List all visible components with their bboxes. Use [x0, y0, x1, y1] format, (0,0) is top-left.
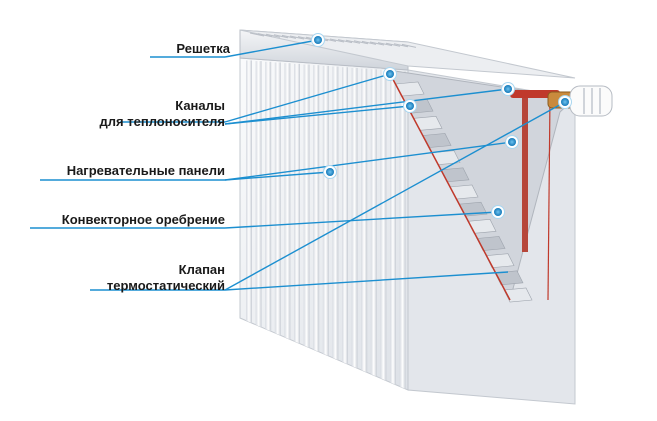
front-rib [342, 67, 348, 390]
front-rib [380, 69, 387, 390]
front-rib [351, 67, 358, 390]
front-panel-ribs [246, 60, 406, 390]
leader-lines [30, 39, 566, 291]
label-fins: Конвекторное оребрение [62, 212, 225, 228]
front-rib [274, 62, 281, 390]
label-valve-line2: термостатический [106, 278, 225, 293]
leader-line [224, 141, 513, 181]
leader-line [224, 211, 499, 229]
marker-dot [561, 98, 569, 106]
grille-slot [281, 34, 297, 39]
label-valve: Клапан термостатический [107, 262, 225, 294]
leader-line [224, 171, 331, 181]
label-channels-line1: Каналы [175, 98, 225, 113]
front-rib [361, 68, 368, 390]
label-channels: Каналы для теплоносителя [100, 98, 225, 130]
grille-slot [353, 40, 369, 45]
marker-dot [494, 208, 502, 216]
grille-slot [329, 38, 345, 43]
grille-slot [369, 41, 385, 46]
grille-slot [385, 42, 401, 47]
front-rib [284, 63, 291, 390]
marker-dot [504, 85, 512, 93]
label-fins-text: Конвекторное оребрение [61, 212, 225, 227]
label-grille: Решетка [176, 41, 230, 57]
front-rib [370, 69, 377, 390]
leader-line [224, 105, 411, 125]
front-rib [322, 65, 329, 390]
cut-edge-line-right [547, 95, 551, 301]
leader-line [224, 271, 509, 291]
grille-slot [265, 33, 281, 38]
leader-line [224, 88, 509, 125]
marker-dot [508, 138, 516, 146]
label-panels: Нагревательные панели [67, 163, 225, 179]
marker-dot [326, 168, 334, 176]
grille-slot [297, 36, 313, 41]
front-rib [313, 65, 320, 390]
label-grille-text: Решетка [176, 41, 230, 56]
front-rib [303, 64, 310, 390]
pipe-vertical [522, 92, 528, 252]
label-panels-text: Нагревательные панели [66, 163, 225, 178]
front-rib [399, 71, 406, 390]
front-rib [390, 70, 396, 390]
front-rib [246, 60, 252, 390]
grille-slot [401, 43, 417, 48]
front-rib [332, 66, 339, 390]
callout-markers [311, 33, 572, 219]
grille-slot [393, 43, 409, 48]
convector-fin [503, 287, 533, 303]
leader-line [224, 39, 319, 58]
leader-line [224, 101, 566, 291]
grille-slot [273, 34, 289, 39]
marker-dot [314, 36, 322, 44]
grille-slot [361, 40, 377, 45]
label-channels-line2: для теплоносителя [99, 114, 225, 129]
marker-dot [386, 70, 394, 78]
grille-slot [337, 39, 353, 44]
front-rib [294, 63, 300, 390]
front-rib [265, 61, 272, 390]
grille-slots [249, 32, 417, 48]
leader-line [224, 73, 391, 123]
grille-slot [345, 39, 361, 44]
label-valve-line1: Клапан [178, 262, 225, 277]
grille-slot [289, 35, 305, 40]
grille-slot [257, 33, 273, 38]
grille-slot [249, 32, 265, 37]
grille-slot [377, 42, 393, 47]
marker-dot [406, 102, 414, 110]
